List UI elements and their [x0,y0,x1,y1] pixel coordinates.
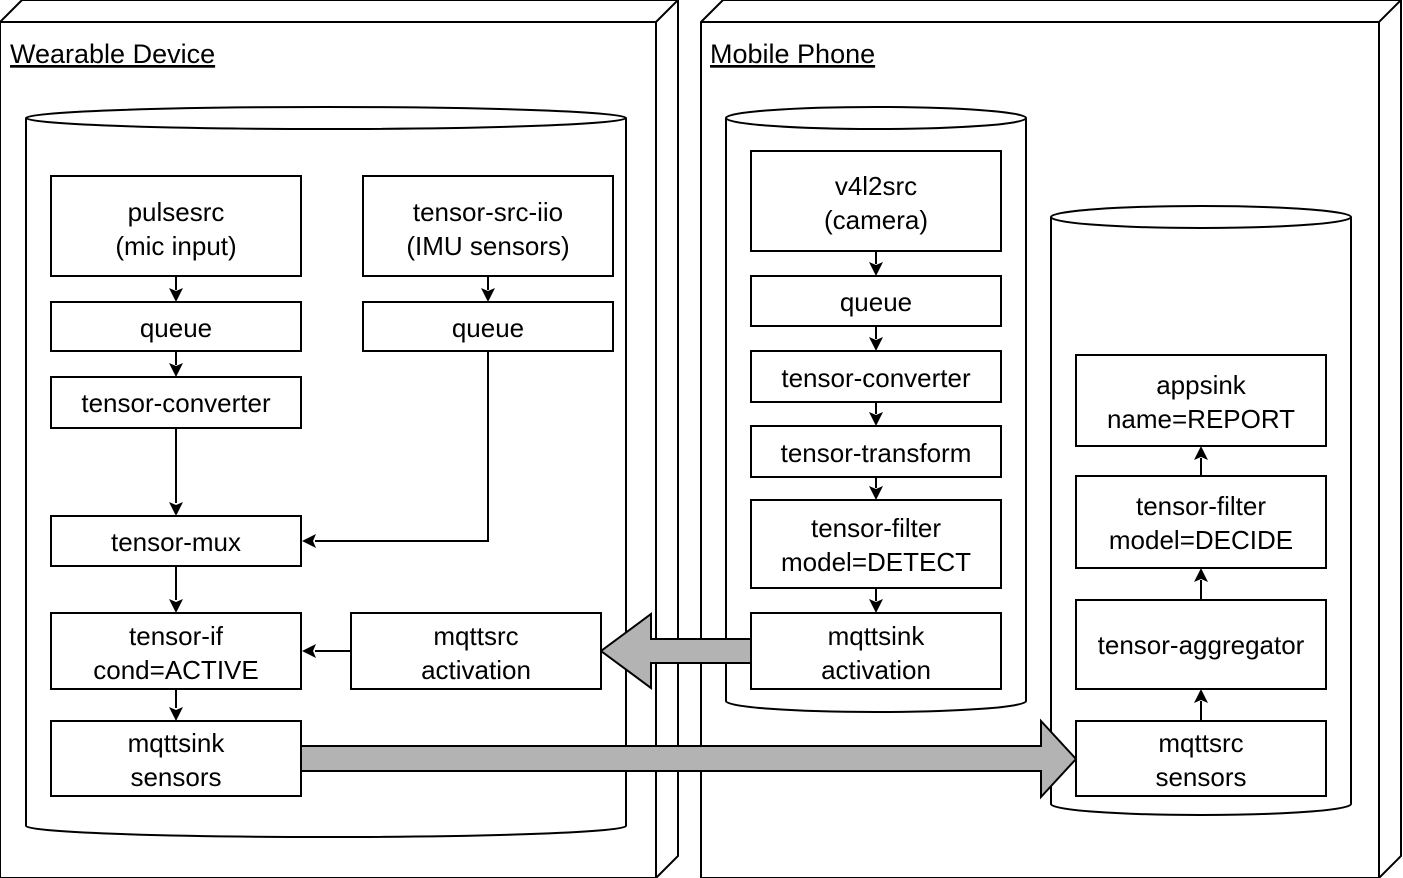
tensor-filter-decide-sublabel: model=DECIDE [1109,525,1293,555]
wearable-mqttsink-label: mqttsink [128,728,226,758]
sensors-network-arrow [300,718,1078,800]
tensor-filter-decide-label: tensor-filter [1136,491,1266,521]
phone-mqttsink-sublabel: activation [821,655,931,685]
tensor-transform-label: tensor-transform [781,438,972,468]
phone-queue-label: queue [840,287,912,317]
phone-mqttsink-label: mqttsink [828,621,926,651]
mobile-phone-title: Mobile Phone [710,39,875,69]
pulsesrc-node: pulsesrc (mic input) [50,175,302,277]
phone-mqttsrc-label: mqttsrc [1158,728,1243,758]
wearable-mqttsink-node: mqttsink sensors [50,720,302,797]
tensor-filter-detect-label: tensor-filter [811,513,941,543]
wearable-mqttsrc-sublabel: activation [421,655,531,685]
tensor-src-iio-node: tensor-src-iio (IMU sensors) [362,175,614,277]
appsink-node: appsink name=REPORT [1075,354,1327,447]
tensor-aggregator-node: tensor-aggregator [1075,599,1327,690]
appsink-label: appsink [1156,370,1247,400]
tensor-src-iio-sublabel: (IMU sensors) [406,231,569,261]
tensor-aggregator-label: tensor-aggregator [1098,630,1305,660]
tensor-transform-node: tensor-transform [750,425,1002,478]
wearable-queue-mic-node: queue [50,301,302,352]
v4l2src-label: v4l2src [835,171,917,201]
wearable-queue-mic-label: queue [140,313,212,343]
pulsesrc-sublabel: (mic input) [115,231,236,261]
phone-decision-edges [1194,446,1208,721]
wearable-mqttsrc-node: mqttsrc activation [350,612,602,690]
tensor-if-node: tensor-if cond=ACTIVE [50,612,302,690]
wearable-edges [169,276,495,721]
v4l2src-node: v4l2src (camera) [750,150,1002,252]
tensor-mux-label: tensor-mux [111,527,241,557]
tensor-filter-decide-node: tensor-filter model=DECIDE [1075,475,1327,569]
phone-tensor-converter-label: tensor-converter [781,363,971,393]
appsink-sublabel: name=REPORT [1107,404,1295,434]
wearable-device-title: Wearable Device [10,39,215,69]
phone-queue-node: queue [750,275,1002,327]
phone-camera-edges [869,251,883,613]
phone-mqttsrc-sublabel: sensors [1155,762,1246,792]
wearable-mqttsink-sublabel: sensors [130,762,221,792]
tensor-filter-detect-sublabel: model=DETECT [781,547,971,577]
tensor-src-iio-label: tensor-src-iio [413,197,563,227]
phone-mqttsrc-node: mqttsrc sensors [1075,720,1327,797]
wearable-mqttsrc-label: mqttsrc [433,621,518,651]
phone-tensor-converter-node: tensor-converter [750,350,1002,403]
wearable-queue-imu-label: queue [452,313,524,343]
v4l2src-sublabel: (camera) [824,205,928,235]
activation-network-arrow [599,612,752,690]
tensor-if-sublabel: cond=ACTIVE [93,655,258,685]
wearable-tensor-converter-label: tensor-converter [81,388,271,418]
tensor-if-label: tensor-if [129,621,224,651]
wearable-tensor-converter-node: tensor-converter [50,376,302,429]
tensor-mux-node: tensor-mux [50,515,302,567]
phone-mqttsink-node: mqttsink activation [750,612,1002,690]
pulsesrc-label: pulsesrc [128,197,225,227]
tensor-filter-detect-node: tensor-filter model=DETECT [750,499,1002,589]
wearable-queue-imu-node: queue [362,301,614,352]
